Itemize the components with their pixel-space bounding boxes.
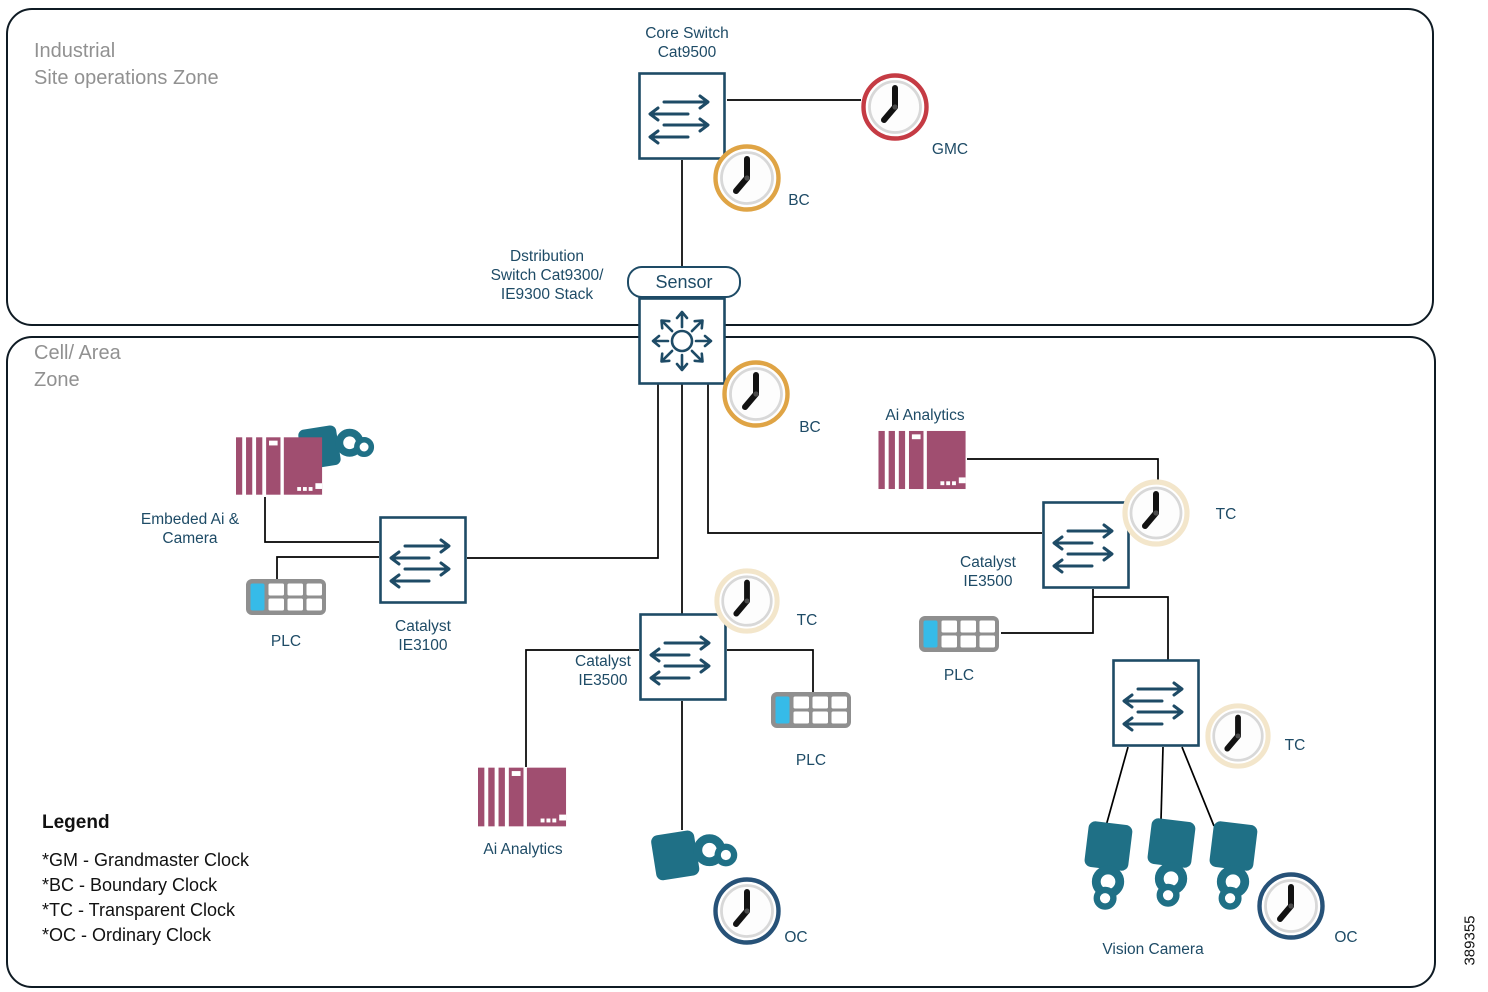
- plc-left-icon: [245, 578, 327, 616]
- ai-analytics-right-icon: [878, 430, 968, 490]
- vision-camera-label: Vision Camera: [1102, 941, 1204, 958]
- access-switch-bottom-icon: [1112, 659, 1200, 747]
- ie3500-center-switch-icon: [639, 613, 727, 701]
- ie3500-center-label: Catalyst IE3500: [575, 653, 631, 689]
- vision-camera-2-icon: [1146, 817, 1198, 909]
- plc-right-label: PLC: [943, 667, 975, 684]
- bc-boundary-clock-dist-icon: [721, 359, 791, 429]
- vision-camera-1-icon: [1083, 820, 1135, 912]
- vision-camera-3-icon: [1208, 820, 1260, 912]
- ie3500-right-label: Catalyst IE3500: [960, 554, 1016, 590]
- figure-number: 389355: [1461, 915, 1479, 966]
- bc-core-label: BC: [788, 192, 810, 209]
- ie3100-label: Catalyst IE3100: [395, 618, 451, 654]
- oc-ordinary-clock-center-icon: [712, 876, 782, 946]
- sensor-tag: Sensor: [627, 266, 741, 298]
- camera-center-icon: [648, 826, 740, 884]
- bc-boundary-clock-core-icon: [712, 143, 782, 213]
- core-switch-icon: [638, 72, 726, 160]
- ie3500-right-switch-icon: [1042, 501, 1130, 589]
- tc-transparent-clock-right-icon: [1121, 478, 1191, 548]
- legend-title: Legend: [42, 812, 110, 833]
- ai-analytics-center-label: Ai Analytics: [483, 841, 563, 858]
- industrial-zone-label: Industrial Site operations Zone: [34, 40, 219, 89]
- plc-center-icon: [770, 691, 852, 729]
- plc-center-label: PLC: [795, 752, 827, 769]
- tc-transparent-clock-center-icon: [713, 567, 781, 635]
- plc-left-label: PLC: [270, 633, 302, 650]
- oc-center-label: OC: [784, 929, 808, 946]
- embedded-ai-camera-label: Embeded Ai & Camera: [140, 511, 240, 547]
- distribution-switch-icon: [638, 297, 726, 385]
- oc-right-label: OC: [1334, 929, 1358, 946]
- tc-center-label: TC: [796, 612, 818, 629]
- ai-analytics-right-label: Ai Analytics: [885, 407, 965, 424]
- oc-ordinary-clock-right-icon: [1256, 871, 1326, 941]
- distribution-switch-label: Dstribution Switch Cat9300/ IE9300 Stack: [490, 248, 604, 303]
- legend-item-gm: *GM - Grandmaster Clock: [42, 850, 250, 870]
- tc-bottom-label: TC: [1284, 737, 1306, 754]
- gmc-grandmaster-clock-icon: [860, 72, 930, 142]
- cell-area-zone-label: Cell/ Area Zone: [34, 342, 121, 391]
- legend-item-bc: *BC - Boundary Clock: [42, 875, 218, 895]
- legend: Legend *GM - Grandmaster Clock *BC - Bou…: [42, 812, 249, 948]
- plc-right-icon: [918, 615, 1000, 653]
- legend-item-oc: *OC - Ordinary Clock: [42, 925, 212, 945]
- legend-item-tc: *TC - Transparent Clock: [42, 900, 236, 920]
- tc-transparent-clock-bottom-icon: [1204, 702, 1272, 770]
- gmc-label: GMC: [931, 141, 969, 158]
- ie3100-switch-icon: [379, 516, 467, 604]
- embedded-ai-server-icon: [236, 436, 324, 496]
- tc-right-label: TC: [1215, 506, 1237, 523]
- ai-analytics-center-icon: [478, 766, 568, 828]
- core-switch-label: Core Switch Cat9500: [645, 25, 729, 61]
